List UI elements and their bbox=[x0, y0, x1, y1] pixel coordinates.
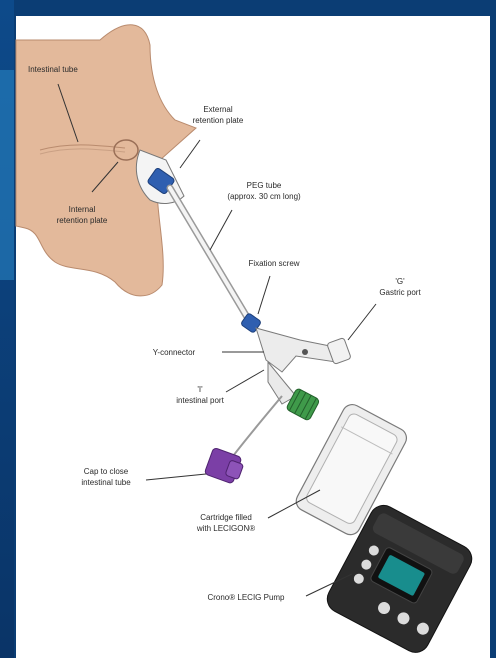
label-internal-plate-2: retention plate bbox=[57, 216, 108, 225]
label-cartridge-1: Cartridge filled bbox=[200, 513, 252, 522]
cap-tether bbox=[230, 396, 282, 460]
label-cap-1: Cap to close bbox=[84, 467, 129, 476]
leader-fixation-screw bbox=[258, 276, 270, 314]
label-intestinal-tube: Intestinal tube bbox=[28, 65, 78, 74]
label-peg-tube-1: PEG tube bbox=[247, 181, 282, 190]
leader-gastric-port bbox=[348, 304, 376, 340]
label-fixation-screw: Fixation screw bbox=[248, 259, 299, 268]
y-connector-dot bbox=[302, 349, 308, 355]
label-intestinal-port-2: intestinal port bbox=[176, 396, 224, 405]
label-peg-tube-2: (approx. 30 cm long) bbox=[227, 192, 301, 201]
leader-cap bbox=[146, 474, 206, 480]
leader-intestinal-port bbox=[226, 370, 264, 392]
label-y-connector: Y-connector bbox=[153, 348, 196, 357]
label-cartridge-2: with LECIGON® bbox=[196, 524, 255, 533]
cap bbox=[204, 447, 246, 485]
label-external-plate-1: External bbox=[203, 105, 233, 114]
label-external-plate-2: retention plate bbox=[193, 116, 244, 125]
label-gastric-port-2: Gastric port bbox=[379, 288, 421, 297]
peg-tube-inner bbox=[170, 188, 250, 322]
label-cap-2: intestinal tube bbox=[81, 478, 131, 487]
leader-peg-tube bbox=[210, 210, 232, 250]
leader-external-plate bbox=[180, 140, 200, 168]
label-intestinal-port-1: 'I' bbox=[197, 385, 203, 394]
label-pump: Crono® LECIG Pump bbox=[207, 593, 285, 602]
label-gastric-port-1: 'G' bbox=[395, 277, 405, 286]
label-internal-plate-1: Internal bbox=[69, 205, 96, 214]
